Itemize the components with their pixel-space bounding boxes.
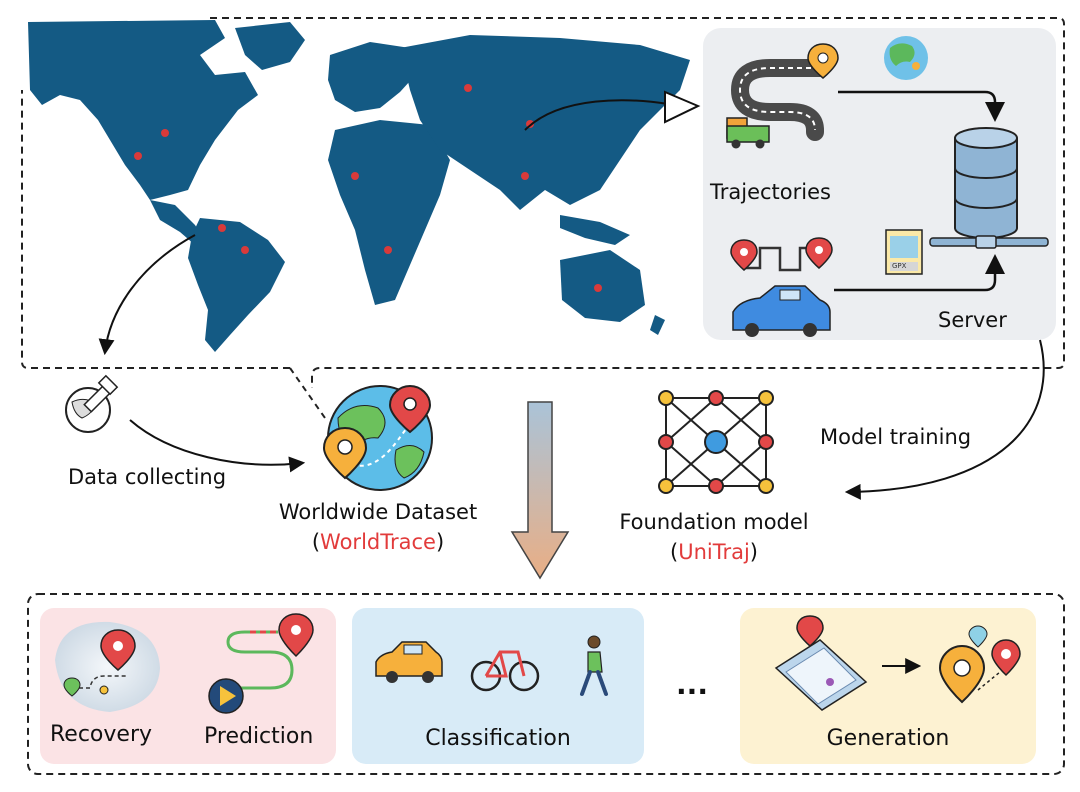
more-tasks-ellipsis: ... bbox=[676, 668, 708, 701]
greenland bbox=[235, 22, 305, 70]
foundation-model-label: Foundation model bbox=[619, 510, 809, 534]
satellite-icon bbox=[65, 374, 119, 433]
server-label: Server bbox=[938, 308, 1007, 332]
location-pin-icon bbox=[807, 43, 839, 79]
model-name-line: (UniTraj) bbox=[670, 540, 758, 564]
car-trajectory-to-server-arrow bbox=[834, 254, 1005, 292]
top-dashed-frame bbox=[21, 17, 1065, 388]
route-icon bbox=[730, 237, 833, 272]
car-class-icon bbox=[375, 641, 443, 683]
road-icon bbox=[730, 59, 829, 141]
gpx-tag: GPX bbox=[892, 262, 907, 270]
south-america bbox=[188, 218, 285, 352]
gpx-file-icon bbox=[885, 229, 923, 275]
world-map bbox=[28, 20, 690, 352]
europe bbox=[328, 42, 420, 112]
map-to-trajectory-arrow bbox=[524, 99, 669, 131]
prediction-label: Prediction bbox=[204, 724, 314, 749]
map-phone-icon bbox=[774, 615, 868, 711]
pedestrian-icon bbox=[580, 635, 608, 696]
globe-icon bbox=[884, 36, 928, 80]
new-zealand bbox=[650, 315, 665, 335]
dataset-globe-icon bbox=[322, 384, 433, 491]
classification-label: Classification bbox=[425, 726, 571, 751]
recovery-icon bbox=[55, 621, 160, 712]
southeast-asia-islands bbox=[560, 215, 630, 245]
tasks-dashed-frame bbox=[27, 593, 1065, 775]
recovery-label: Recovery bbox=[50, 722, 153, 747]
australia bbox=[560, 250, 645, 322]
generated-pins-icon bbox=[938, 625, 1021, 704]
bicycle-icon bbox=[470, 650, 540, 692]
hollow-arrowhead bbox=[664, 90, 701, 124]
server-icon bbox=[929, 127, 1049, 249]
trajectories-to-server-arrow bbox=[838, 90, 1005, 122]
neural-network-icon bbox=[658, 390, 774, 494]
dataset-label: Worldwide Dataset bbox=[278, 500, 478, 524]
prediction-icon bbox=[208, 613, 314, 714]
data-collecting-label: Data collecting bbox=[68, 465, 227, 489]
downstream-tasks-arrow bbox=[510, 401, 570, 580]
africa bbox=[328, 120, 450, 305]
map-to-satellite-arrow bbox=[98, 234, 196, 356]
dataset-name: WorldTrace bbox=[320, 530, 436, 554]
trajectories-label: Trajectories bbox=[710, 180, 831, 204]
car-icon bbox=[732, 285, 831, 337]
north-america bbox=[28, 20, 258, 200]
asia bbox=[400, 35, 690, 210]
satellite-to-dataset-arrow bbox=[129, 419, 306, 473]
central-america bbox=[150, 200, 205, 245]
map-to-dataset-dashed-link bbox=[289, 367, 326, 419]
truck-icon bbox=[726, 117, 770, 149]
dataset-name-line: (WorldTrace) bbox=[311, 530, 445, 554]
model-training-arrow bbox=[844, 339, 1045, 500]
model-name: UniTraj bbox=[678, 540, 750, 564]
model-training-label: Model training bbox=[820, 425, 972, 449]
generation-label: Generation bbox=[826, 726, 950, 751]
map-location-pins bbox=[134, 84, 602, 292]
